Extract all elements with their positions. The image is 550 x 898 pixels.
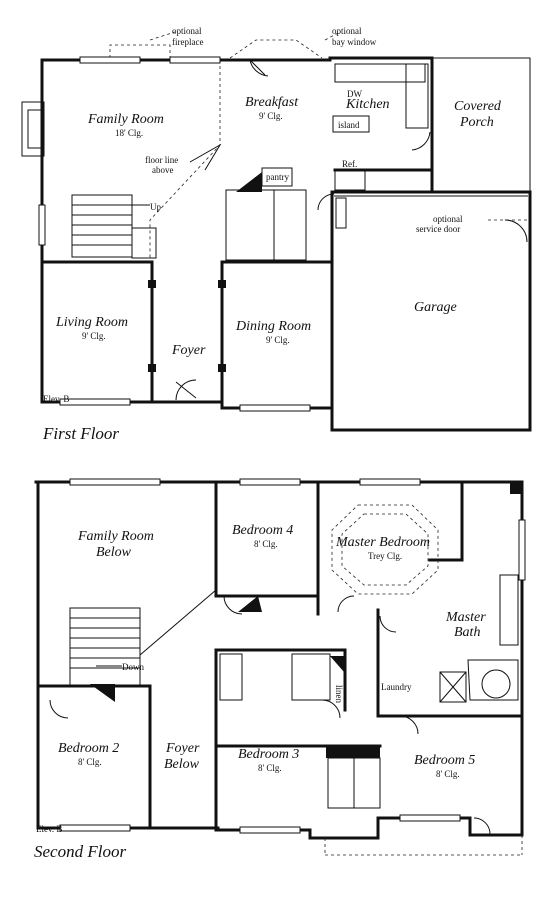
room-kitchen: Kitchen <box>345 97 390 112</box>
service-door-label: optional <box>433 214 463 224</box>
first-floor-elevation: Elev. B <box>43 394 69 404</box>
room-bedroom-2-ceiling: 8' Clg. <box>78 757 102 767</box>
optional-bay-window-label-2: bay window <box>332 37 377 47</box>
island-label: island <box>338 120 360 130</box>
room-bedroom-4-ceiling: 8' Clg. <box>254 539 278 549</box>
pantry-label: pantry <box>266 172 289 182</box>
optional-fireplace-label-2: fireplace <box>172 37 203 47</box>
room-living-room-ceiling: 9' Clg. <box>82 331 106 341</box>
room-family-room-below-2: Below <box>96 545 132 560</box>
dw-label: DW <box>347 89 362 99</box>
room-bedroom-3-ceiling: 8' Clg. <box>258 763 282 773</box>
optional-bay-window-label: optional <box>332 26 362 36</box>
room-family-room-below: Family Room <box>77 529 154 544</box>
room-garage: Garage <box>414 300 457 315</box>
room-master-bath-2: Bath <box>454 625 480 640</box>
up-label: Up <box>150 202 161 212</box>
first-floor-title: First Floor <box>42 424 119 443</box>
room-family-room: Family Room <box>87 112 164 127</box>
room-covered-porch-2: Porch <box>459 115 494 130</box>
first-floor-plan: optional fireplace optional bay window F… <box>21 26 532 443</box>
floor-line-label-2: above <box>152 165 174 175</box>
room-bedroom-3: Bedroom 3 <box>238 747 299 762</box>
down-label: Down <box>122 662 144 672</box>
second-floor-title: Second Floor <box>34 842 126 861</box>
ref-label: Ref. <box>342 159 357 169</box>
second-floor-walls <box>34 478 526 856</box>
room-foyer: Foyer <box>171 343 206 358</box>
second-floor-plan: Family Room Below Bedroom 4 8' Clg. Mast… <box>34 478 526 861</box>
room-bedroom-5-ceiling: 8' Clg. <box>436 769 460 779</box>
first-floor-walls <box>21 31 532 432</box>
linen-label: linen <box>334 685 344 703</box>
room-foyer-below-2: Below <box>164 757 200 772</box>
island-box <box>332 115 370 133</box>
room-master-bedroom-ceiling: Trey Clg. <box>368 551 402 561</box>
room-master-bath: Master <box>445 610 486 625</box>
room-breakfast: Breakfast <box>245 95 299 110</box>
room-dining-room-ceiling: 9' Clg. <box>266 335 290 345</box>
room-foyer-below: Foyer <box>165 741 200 756</box>
room-family-room-ceiling: 18' Clg. <box>115 128 143 138</box>
room-dining-room: Dining Room <box>235 319 311 334</box>
service-door-label-2: service door <box>416 224 460 234</box>
room-bedroom-4: Bedroom 4 <box>232 523 293 538</box>
room-bedroom-2: Bedroom 2 <box>58 741 119 756</box>
room-living-room: Living Room <box>55 315 128 330</box>
optional-fireplace-label: optional <box>172 26 202 36</box>
room-bedroom-5: Bedroom 5 <box>414 753 475 768</box>
room-breakfast-ceiling: 9' Clg. <box>259 111 283 121</box>
room-master-bedroom: Master Bedroom <box>335 535 430 550</box>
floor-line-label: floor line <box>145 155 178 165</box>
laundry-label: Laundry <box>381 682 412 692</box>
room-covered-porch: Covered <box>454 99 502 114</box>
second-floor-elevation: Elev. B <box>36 824 62 834</box>
